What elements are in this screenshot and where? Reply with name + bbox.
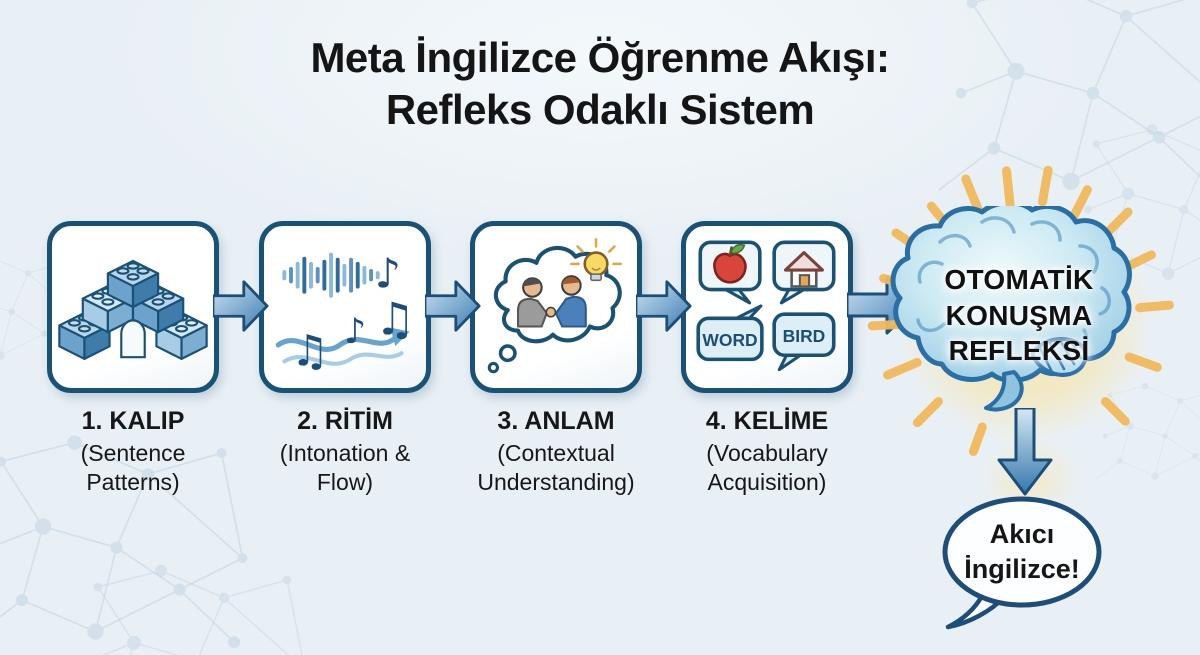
brain-label-line-1: OTOMATİK	[944, 264, 1094, 295]
brain-icon	[890, 206, 1132, 412]
step-subtitle: (Intonation &Flow)	[279, 440, 411, 495]
flow-arrow-3	[636, 280, 692, 332]
step-box-kelime: WORD BIRD	[681, 221, 853, 393]
step-title: 1. KALIP	[81, 407, 185, 435]
svg-text:♫: ♫	[291, 327, 330, 377]
brain-label: OTOMATİK KONUŞMA REFLEKSİ	[917, 262, 1121, 369]
diagram-title: Meta İngilizce Öğrenme Akışı: Refleks Od…	[0, 32, 1200, 136]
down-arrow	[997, 408, 1053, 496]
flow-arrow-1	[213, 280, 269, 332]
result-line-2: İngilizce!	[964, 554, 1080, 585]
brain-label-line-3: REFLEKSİ	[948, 335, 1090, 367]
soundwave-music-notes-icon: ♪ ♫ ♪ ♫	[275, 249, 415, 377]
title-line-2: Refleks Odaklı Sistem	[385, 86, 815, 134]
step-label-ritim: 2. RİTİM (Intonation &Flow)	[233, 407, 457, 497]
bird-bubble-text: BIRD	[783, 326, 826, 346]
step-title: 3. ANLAM	[497, 407, 615, 435]
result-speech-bubble	[942, 496, 1102, 630]
handshake-thought-bubble-icon	[487, 237, 622, 374]
svg-text:♪: ♪	[375, 249, 401, 297]
result-label: Akıcı İngilizce!	[953, 517, 1091, 587]
step-box-kalip	[47, 221, 219, 393]
step-title: 4. KELİME	[705, 407, 829, 435]
title-line-1: Meta İngilizce Öğrenme Akışı:	[310, 34, 890, 81]
result-line-1: Akıcı	[989, 519, 1055, 549]
vocabulary-speech-bubbles-icon: WORD BIRD	[696, 240, 836, 372]
lego-blocks-icon	[58, 259, 208, 360]
brain-label-line-2: KONUŞMA	[945, 299, 1093, 331]
svg-text:♫: ♫	[375, 293, 415, 346]
svg-text:♪: ♪	[344, 312, 366, 352]
step-title: 2. RİTİM	[297, 407, 393, 435]
flow-arrow-2	[425, 280, 481, 332]
word-bubble-text: WORD	[702, 330, 757, 350]
step-box-anlam	[470, 221, 642, 393]
step-box-ritim: ♪ ♫ ♪ ♫	[259, 221, 431, 393]
